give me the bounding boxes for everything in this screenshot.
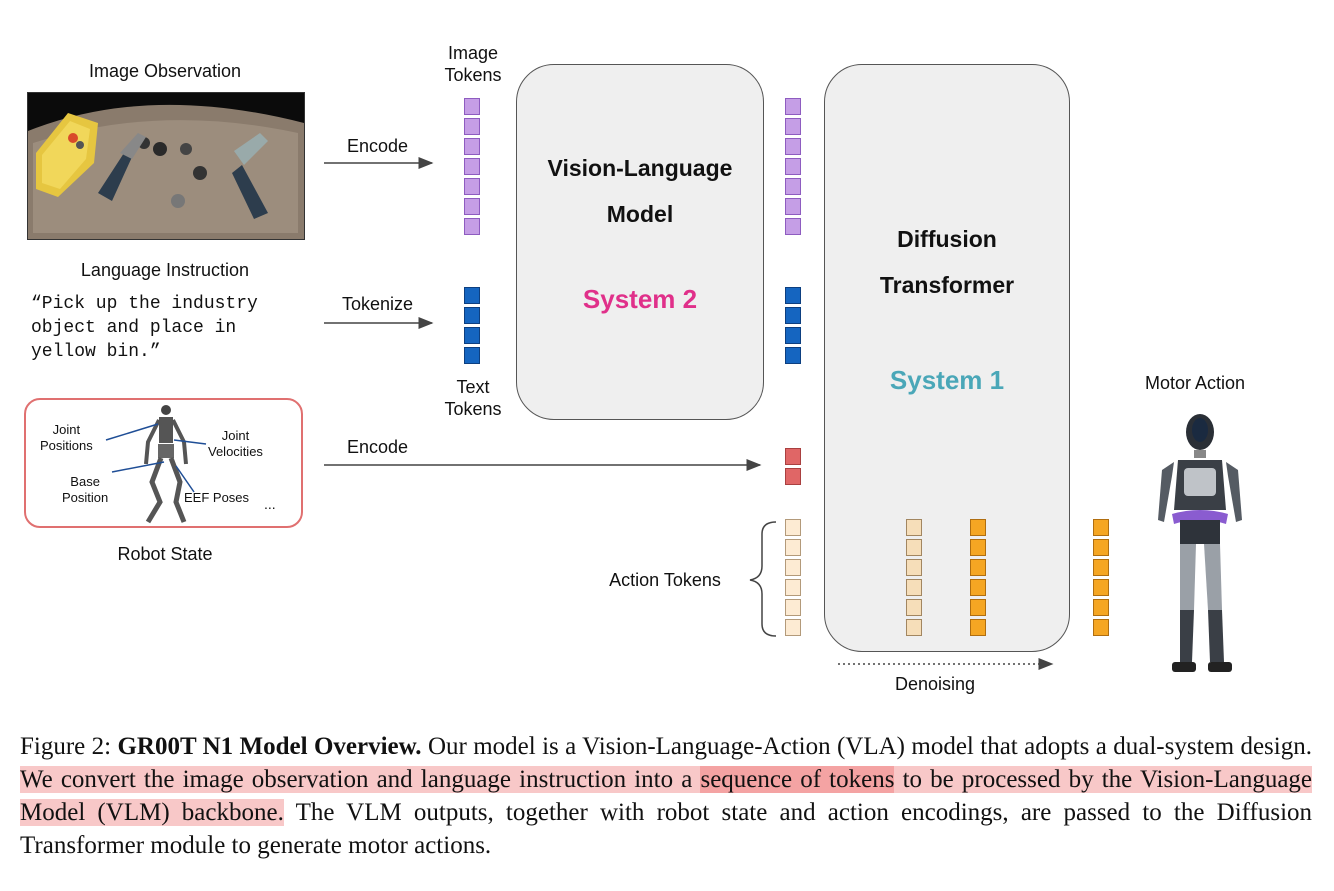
image-token [464, 158, 480, 175]
image-token [464, 218, 480, 235]
action-noise-token [785, 519, 801, 536]
state-token [785, 448, 801, 465]
tokenize-label: Tokenize [341, 294, 414, 314]
action-partial-token [970, 619, 986, 636]
action-mid-token [906, 559, 922, 576]
vlm-out-image-token [785, 98, 801, 115]
encode-state-label: Encode [346, 437, 409, 457]
text-token [464, 287, 480, 304]
action-mid-token [906, 579, 922, 596]
action-noise-token [785, 539, 801, 556]
robot-skeleton-icon [144, 405, 188, 524]
action-noise-token [785, 619, 801, 636]
robot-photo-icon [27, 92, 305, 240]
eef-poses-label: EEF Poses [184, 490, 250, 505]
figure-caption: Figure 2: GR00T N1 Model Overview. Our m… [20, 730, 1313, 862]
motor-action-label: Motor Action [1144, 373, 1246, 393]
image-token [464, 138, 480, 155]
action-partial-token [970, 579, 986, 596]
action-noise-token [785, 599, 801, 616]
denoising-label: Denoising [894, 674, 976, 694]
system1-label: System 1 [889, 365, 1005, 395]
vlm-out-text-token [785, 327, 801, 344]
vlm-out-image-token [785, 118, 801, 135]
action-partial-token [970, 519, 986, 536]
action-mid-token [906, 539, 922, 556]
motor-action-token [1093, 619, 1109, 636]
vlm-out-text-token [785, 287, 801, 304]
system2-label: System 2 [582, 284, 698, 314]
joint-positions-label: Joint Positions [40, 422, 93, 453]
text-token [464, 347, 480, 364]
instruction-text: “Pick up the industry object and place i… [31, 294, 258, 362]
vlm-title: Vision-Language Model [547, 155, 733, 227]
action-partial-token [970, 559, 986, 576]
base-position-label: Base Position [62, 474, 109, 505]
caption-prefix: Figure 2: [20, 733, 118, 760]
vlm-box: Vision-Language Model System 2 [516, 64, 764, 420]
vlm-out-text-token [785, 347, 801, 364]
image-token [464, 178, 480, 195]
image-token [464, 198, 480, 215]
action-mid-token [906, 619, 922, 636]
vlm-out-image-token [785, 218, 801, 235]
state-token [785, 468, 801, 485]
vlm-out-text-token [785, 307, 801, 324]
vlm-out-image-token [785, 158, 801, 175]
humanoid-robot-icon [1158, 414, 1242, 672]
vlm-out-image-token [785, 198, 801, 215]
caption-highlight-2: sequence of tokens [700, 766, 895, 793]
text-token [464, 307, 480, 324]
image-token [464, 118, 480, 135]
encode-image-label: Encode [346, 136, 409, 156]
caption-title: GR00T N1 Model Overview. [117, 733, 422, 760]
joint-velocities-label: Joint Velocities [208, 428, 263, 459]
dit-title: Diffusion Transformer [879, 226, 1015, 298]
text-tokens-label: Text Tokens [444, 377, 502, 419]
image-token [464, 98, 480, 115]
language-instruction-label: Language Instruction [80, 260, 250, 280]
robot-state-box: Joint Positions Joint Velocities Base Po… [24, 398, 303, 528]
motor-action-token [1093, 599, 1109, 616]
ellipsis-label: ... [264, 496, 276, 512]
caption-highlight-1: We convert the image observation and lan… [20, 766, 701, 793]
motor-action-token [1093, 579, 1109, 596]
action-tokens-brace [749, 521, 777, 637]
caption-text-1: Our model is a Vision-Language-Action (V… [421, 733, 1312, 760]
vlm-out-image-token [785, 138, 801, 155]
robot-state-label: Robot State [117, 544, 213, 564]
image-tokens-label: Image Tokens [444, 43, 502, 85]
action-noise-token [785, 559, 801, 576]
diffusion-transformer-box: Diffusion Transformer System 1 [824, 64, 1070, 652]
motor-action-token [1093, 519, 1109, 536]
image-observation-label: Image Observation [88, 61, 242, 81]
action-partial-token [970, 599, 986, 616]
action-mid-token [906, 519, 922, 536]
motor-action-token [1093, 559, 1109, 576]
action-noise-token [785, 579, 801, 596]
action-tokens-label: Action Tokens [609, 570, 721, 590]
vlm-out-image-token [785, 178, 801, 195]
motor-action-token [1093, 539, 1109, 556]
action-mid-token [906, 599, 922, 616]
action-partial-token [970, 539, 986, 556]
text-token [464, 327, 480, 344]
caption-text-2: The VLM outputs, together with robot sta… [20, 799, 1313, 859]
